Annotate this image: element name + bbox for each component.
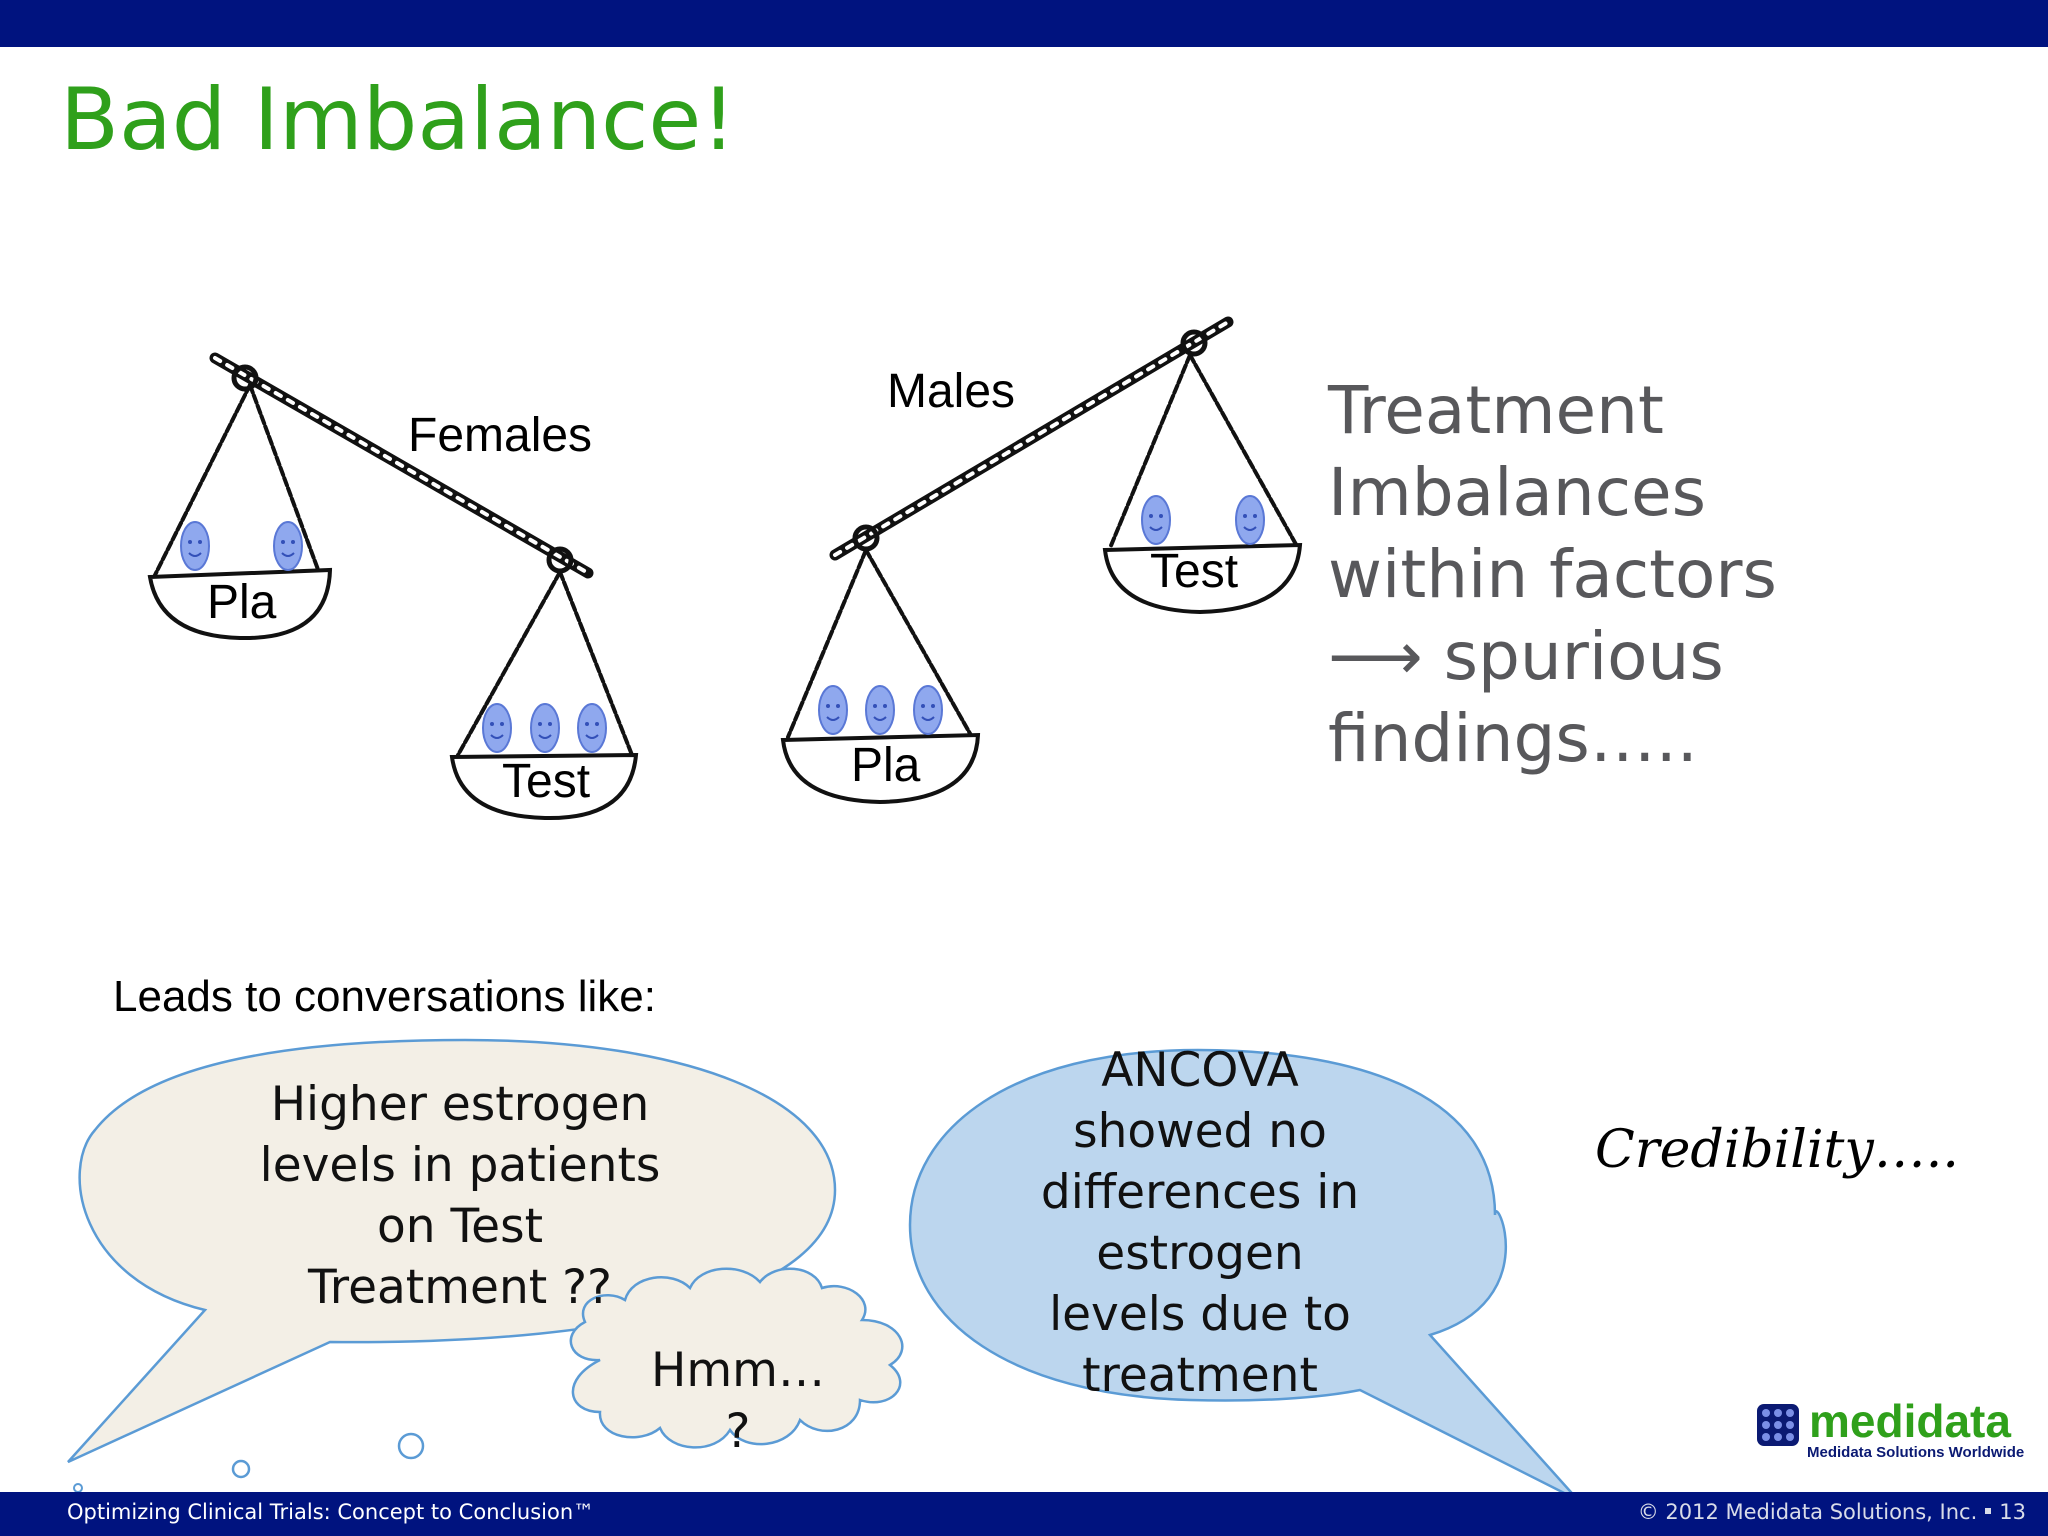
bubble-line: estrogen [1096, 1226, 1304, 1281]
face-icon [913, 685, 943, 735]
statement-line: within factors [1328, 536, 1777, 613]
statement-line: Imbalances [1328, 454, 1706, 531]
medidata-logo: medidata Medidata Solutions Worldwide [1757, 1395, 2024, 1468]
bubble-line: on Test [376, 1199, 544, 1254]
bubble-line: levels in patients [259, 1138, 661, 1193]
slide-title: Bad Imbalance! [60, 70, 736, 170]
males-label: Males [887, 365, 1015, 418]
separator-square-icon [1985, 1508, 1992, 1514]
face-icon [865, 685, 895, 735]
pan-label-test-right: Test [1150, 545, 1238, 598]
bubble-line: Higher estrogen [270, 1077, 650, 1132]
top-banner [0, 0, 2048, 47]
thought-bubble-text: Hmm… ? [628, 1340, 848, 1462]
right-bubble-text: ANCOVA showed no differences in estrogen… [980, 1040, 1420, 1406]
face-icon [482, 703, 512, 753]
logo-tagline: Medidata Solutions Worldwide [1807, 1444, 2025, 1461]
thought-dot [231, 1459, 251, 1479]
bubble-line: ANCOVA [1101, 1043, 1299, 1098]
bottom-banner [0, 1492, 2048, 1536]
bubble-line: ? [725, 1404, 751, 1459]
males-scale [780, 316, 1303, 805]
face-icon [180, 521, 210, 571]
logo-wordmark: medidata [1809, 1395, 2011, 1447]
footer-course-title: Optimizing Clinical Trials: Concept to C… [67, 1500, 595, 1524]
imbalance-statement: Treatment Imbalances within factors ⟶ sp… [1328, 370, 1888, 780]
statement-line: Treatment [1328, 372, 1664, 449]
patient-faces [180, 495, 1265, 753]
left-bubble-text: Higher estrogen levels in patients on Te… [180, 1074, 740, 1318]
logo-dots-icon [1757, 1404, 1799, 1446]
footer-copyright: © 2012 Medidata Solutions, Inc. 13 [1638, 1500, 2026, 1524]
bubble-line: treatment [1082, 1348, 1318, 1403]
copyright-text: © 2012 Medidata Solutions, Inc. [1637, 1500, 1978, 1524]
right-speech-bubble [908, 1048, 1579, 1502]
bubble-line: showed no [1073, 1104, 1327, 1159]
bubble-line: Hmm… [651, 1343, 825, 1398]
pan-label-test-left: Test [502, 755, 590, 808]
face-icon [273, 521, 303, 571]
bubble-line: differences in [1040, 1165, 1360, 1220]
bubble-line: levels due to [1049, 1287, 1351, 1342]
face-icon [1141, 495, 1171, 545]
pan-label-pla-right: Pla [851, 739, 921, 792]
thought-bubble [569, 1267, 904, 1449]
bubble-line: Treatment ?? [308, 1260, 612, 1315]
pan-label-pla-left: Pla [207, 576, 277, 629]
face-icon [530, 703, 560, 753]
credibility-text: Credibility….. [1595, 1120, 1959, 1180]
thought-dot [397, 1432, 425, 1460]
face-icon [818, 685, 848, 735]
statement-line: ⟶ spurious [1328, 618, 1724, 695]
statement-line: findings….. [1328, 700, 1698, 777]
face-icon [577, 703, 607, 753]
thought-dot [73, 1483, 83, 1493]
face-icon [1235, 495, 1265, 545]
females-scale [147, 352, 639, 821]
page-number: 13 [1999, 1500, 2026, 1524]
females-label: Females [408, 409, 592, 462]
leads-text: Leads to conversations like: [113, 972, 656, 1021]
